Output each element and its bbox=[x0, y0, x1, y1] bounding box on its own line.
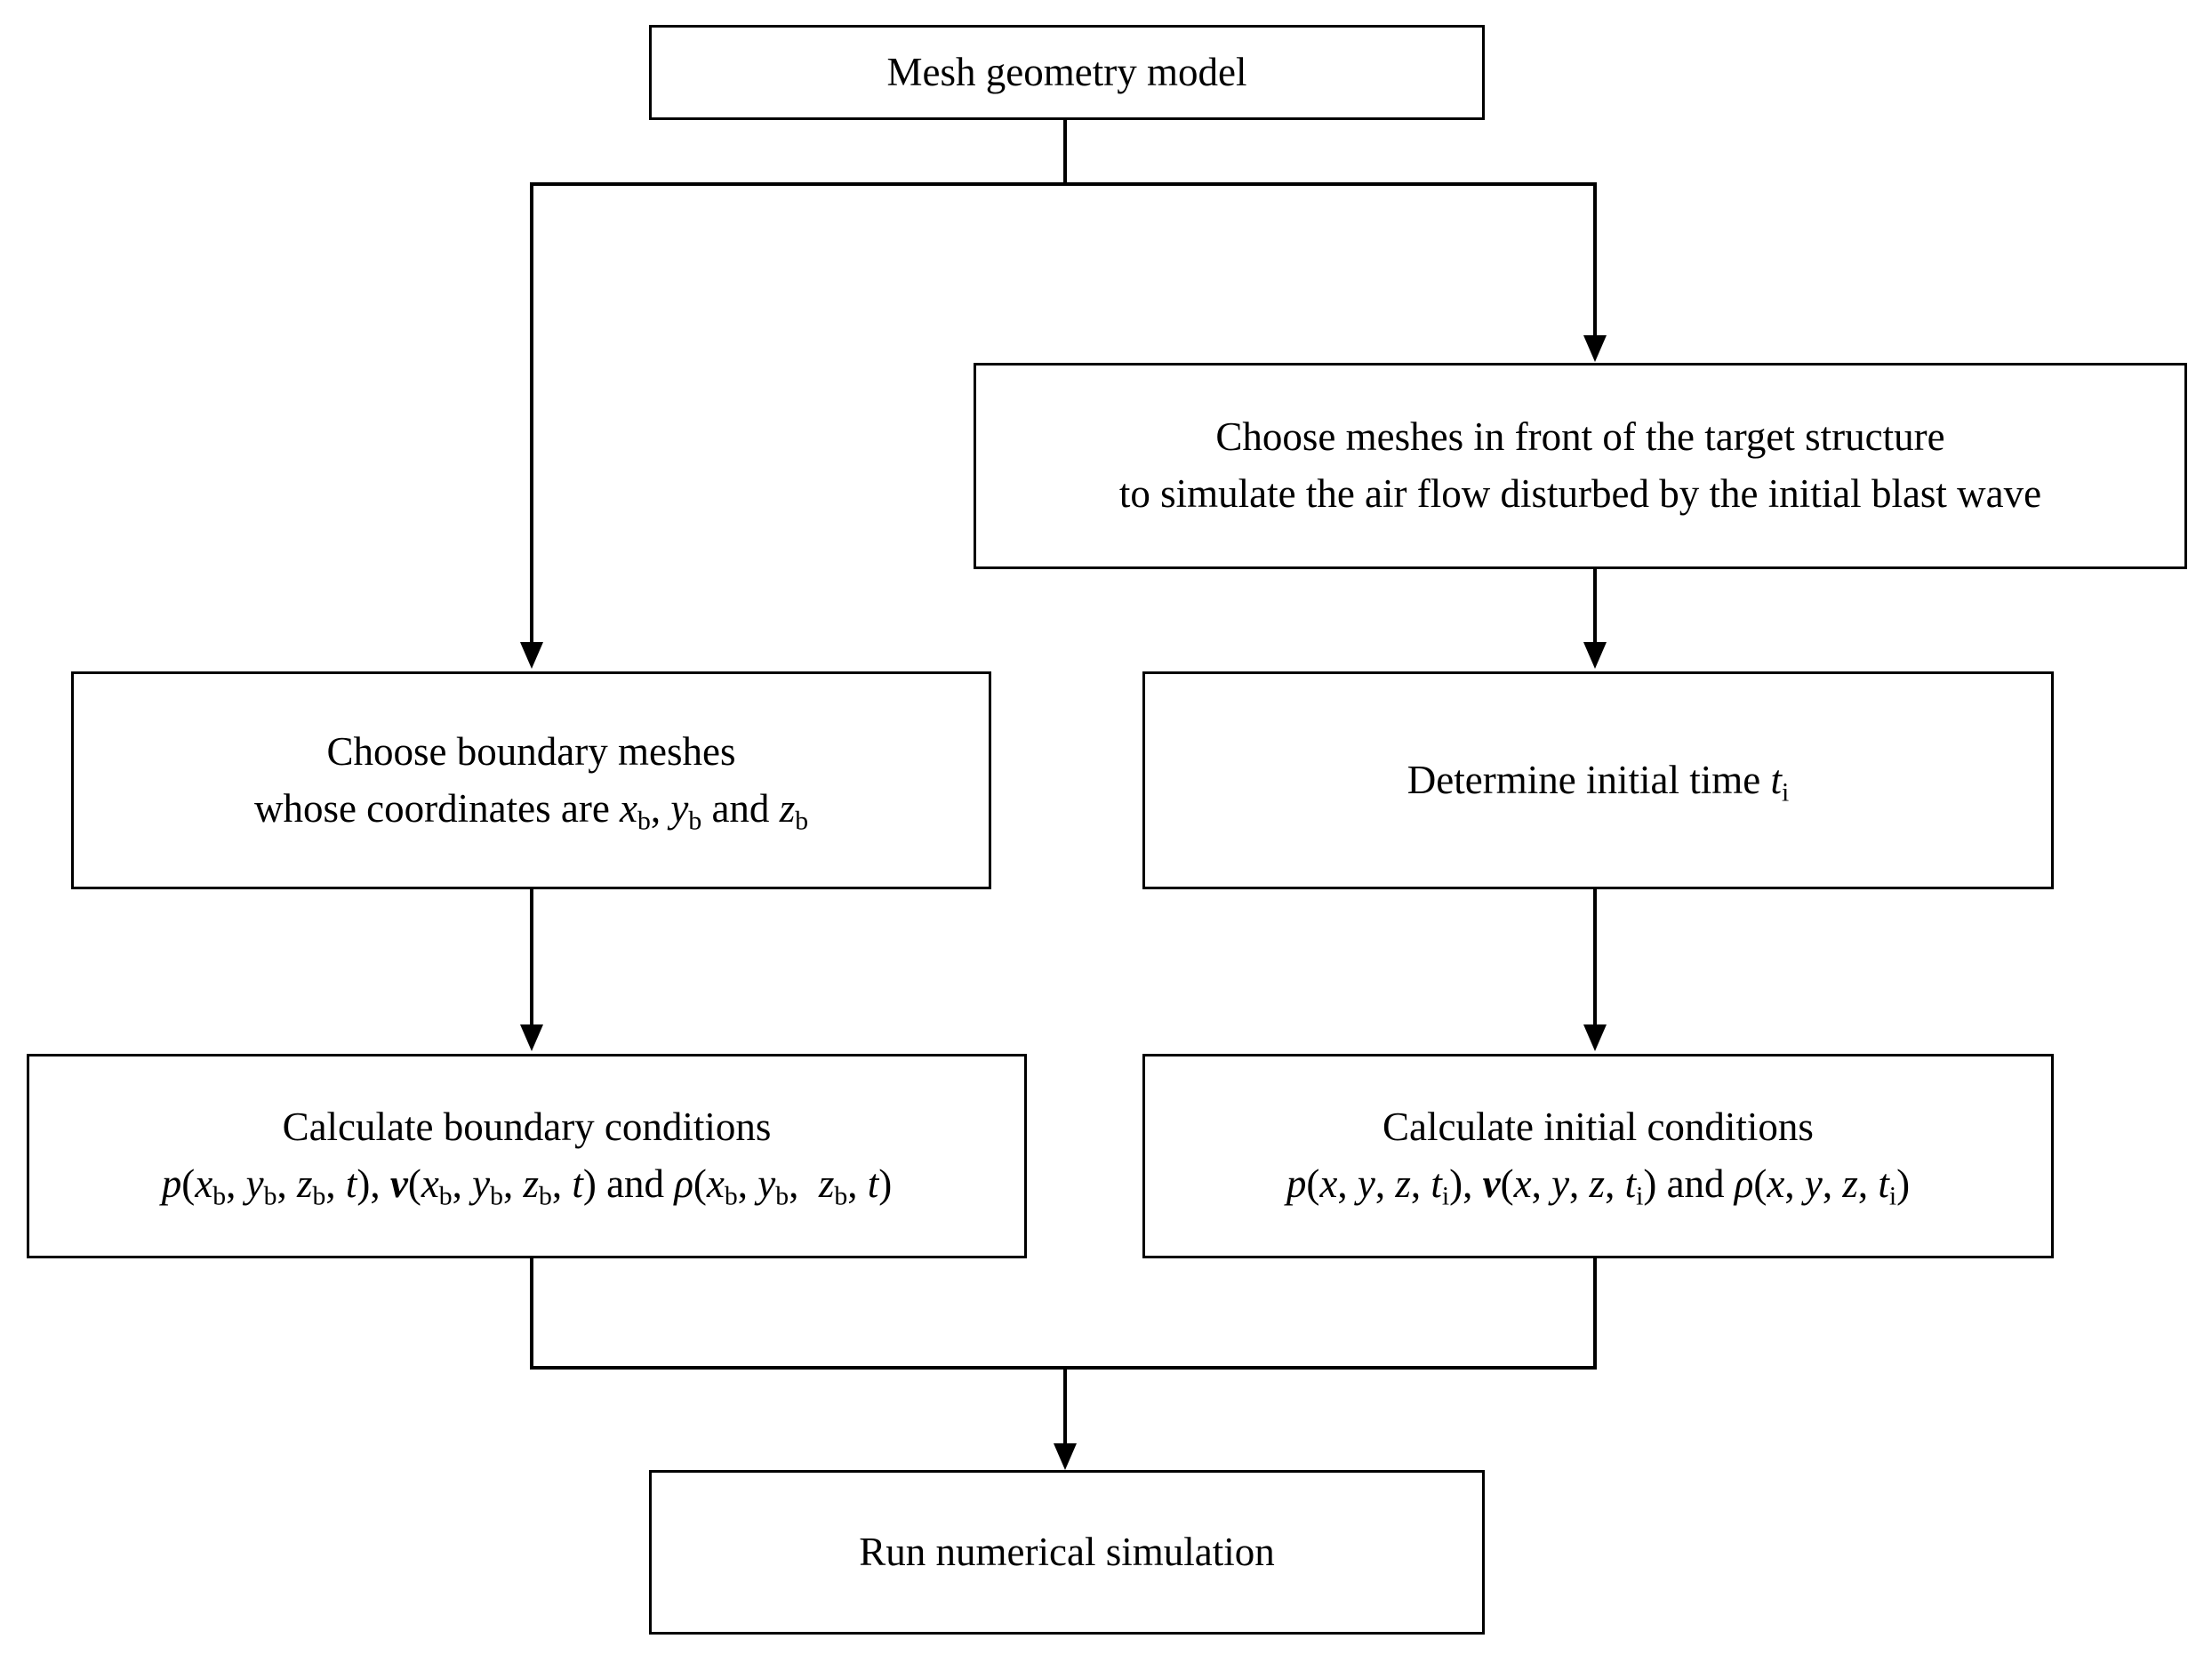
edge-initialtime-to-initialconditions bbox=[1593, 889, 1597, 1027]
node-calculate-initial-conditions-line1: Calculate initial conditions bbox=[1382, 1105, 1814, 1150]
arrowhead-to-boundarymeshes bbox=[520, 642, 543, 669]
edge-mesh-to-boundarymeshes bbox=[530, 182, 533, 645]
edge-mesh-to-choosemeshes bbox=[1593, 182, 1597, 338]
edge-boundaryconditions-down bbox=[530, 1258, 533, 1370]
node-mesh-geometry-model[interactable]: Mesh geometry model bbox=[649, 25, 1485, 120]
node-calculate-initial-conditions[interactable]: Calculate initial conditions p(x, y, z, … bbox=[1142, 1054, 2054, 1258]
node-calculate-boundary-conditions-line2: p(xb, yb, zb, t), v(xb, yb, zb, t) and ρ… bbox=[161, 1161, 893, 1211]
arrowhead-to-initialtime bbox=[1583, 642, 1607, 669]
arrowhead-to-initialconditions bbox=[1583, 1024, 1607, 1051]
node-calculate-boundary-conditions[interactable]: Calculate boundary conditions p(xb, yb, … bbox=[27, 1054, 1027, 1258]
node-determine-initial-time[interactable]: Determine initial time ti bbox=[1142, 671, 2054, 889]
node-choose-boundary-meshes[interactable]: Choose boundary meshes whose coordinates… bbox=[71, 671, 991, 889]
arrowhead-to-choosemeshes bbox=[1583, 335, 1607, 362]
edge-choosemeshes-to-initialtime bbox=[1593, 569, 1597, 645]
node-run-numerical-simulation[interactable]: Run numerical simulation bbox=[649, 1470, 1485, 1635]
node-choose-meshes-front-line2: to simulate the air flow disturbed by th… bbox=[1118, 471, 2042, 516]
edge-mesh-fork-bar bbox=[530, 182, 1597, 186]
edge-merge-to-runsimulation bbox=[1063, 1366, 1067, 1446]
edge-boundarymeshes-to-boundaryconditions bbox=[530, 889, 533, 1027]
edge-mesh-stem bbox=[1063, 120, 1067, 186]
node-choose-boundary-meshes-line1: Choose boundary meshes bbox=[326, 728, 736, 774]
node-choose-meshes-front[interactable]: Choose meshes in front of the target str… bbox=[974, 363, 2187, 569]
node-choose-meshes-front-line1: Choose meshes in front of the target str… bbox=[1215, 414, 1945, 460]
edge-initialconditions-down bbox=[1593, 1258, 1597, 1370]
arrowhead-to-boundaryconditions bbox=[520, 1024, 543, 1051]
node-choose-boundary-meshes-line2: whose coordinates are xb, yb and zb bbox=[253, 785, 809, 835]
arrowhead-to-runsimulation bbox=[1054, 1443, 1077, 1470]
node-mesh-geometry-model-label: Mesh geometry model bbox=[886, 49, 1247, 94]
node-calculate-boundary-conditions-line1: Calculate boundary conditions bbox=[282, 1105, 772, 1150]
node-determine-initial-time-label: Determine initial time ti bbox=[1407, 757, 1790, 807]
node-calculate-initial-conditions-line2: p(x, y, z, ti), v(x, y, z, ti) and ρ(x, … bbox=[1286, 1161, 1911, 1211]
node-run-numerical-simulation-label: Run numerical simulation bbox=[859, 1529, 1275, 1574]
